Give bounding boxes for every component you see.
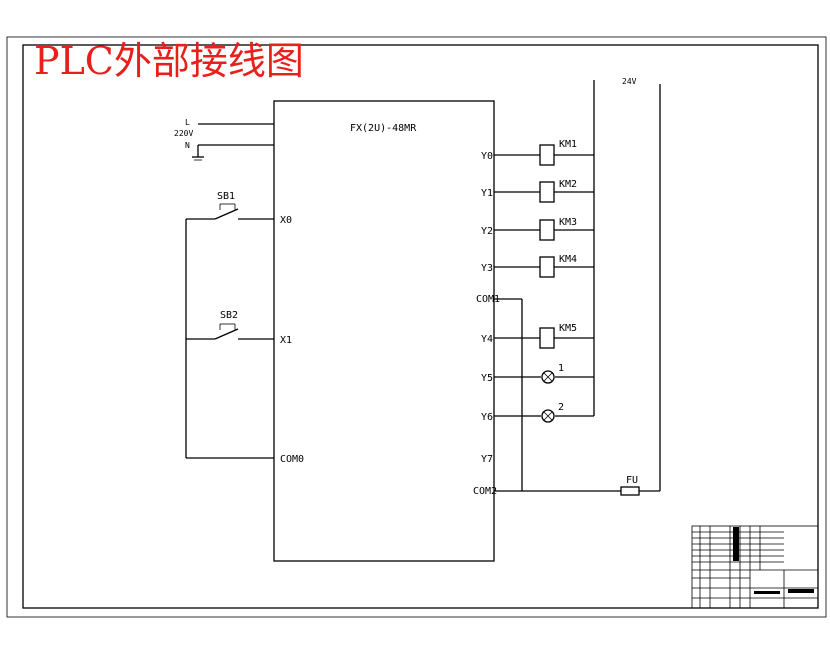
switch-label-sb2: SB2 (220, 310, 238, 321)
plc-model-label: FX(2U)-48MR (350, 123, 417, 134)
outer-frame (6, 36, 827, 618)
power-voltage-label: 220V (174, 129, 193, 138)
inner-frame (22, 44, 819, 609)
load-label-km3: KM3 (559, 217, 577, 228)
com2-label: COM2 (473, 486, 497, 497)
output-terminal-y7: Y7 (481, 454, 493, 465)
power-n-label: N (185, 141, 190, 150)
output-terminal-y1: Y1 (481, 188, 493, 199)
output-terminal-y3: Y3 (481, 263, 493, 274)
output-terminal-y0: Y0 (481, 151, 493, 162)
load-label-km1: KM1 (559, 139, 577, 150)
title-block (691, 525, 819, 609)
load-label-km5: KM5 (559, 323, 577, 334)
power-input: L 220V N (174, 118, 274, 161)
output-terminal-y5: Y5 (481, 373, 493, 384)
load-label-km4: KM4 (559, 254, 577, 265)
input-terminal-x1: X1 (280, 335, 292, 346)
page-title: PLC外部接线图 (34, 39, 304, 83)
supply-label: 24V (622, 77, 637, 86)
plc-box (273, 100, 495, 562)
fuse-label: FU (626, 475, 638, 486)
switch-label-sb1: SB1 (217, 191, 235, 202)
load-label-km2: KM2 (559, 179, 577, 190)
power-l-label: L (185, 118, 190, 127)
com1-label: COM1 (476, 294, 500, 305)
input-terminal-x0: X0 (280, 215, 292, 226)
supply-rails: 24V (593, 77, 661, 491)
input-circuit: SB1 X0 SB2 X1 COM0 (185, 191, 304, 465)
com0-label: COM0 (280, 454, 304, 465)
output-terminal-y4: Y4 (481, 334, 493, 345)
output-circuit: Y0 Y1 Y2 Y3 COM1 Y4 Y5 Y6 Y7 COM2 KM1 KM… (473, 139, 660, 497)
lamp-label-1: 1 (558, 363, 564, 374)
lamp-label-2: 2 (558, 402, 564, 413)
output-terminal-y6: Y6 (481, 412, 493, 423)
output-terminal-y2: Y2 (481, 226, 493, 237)
